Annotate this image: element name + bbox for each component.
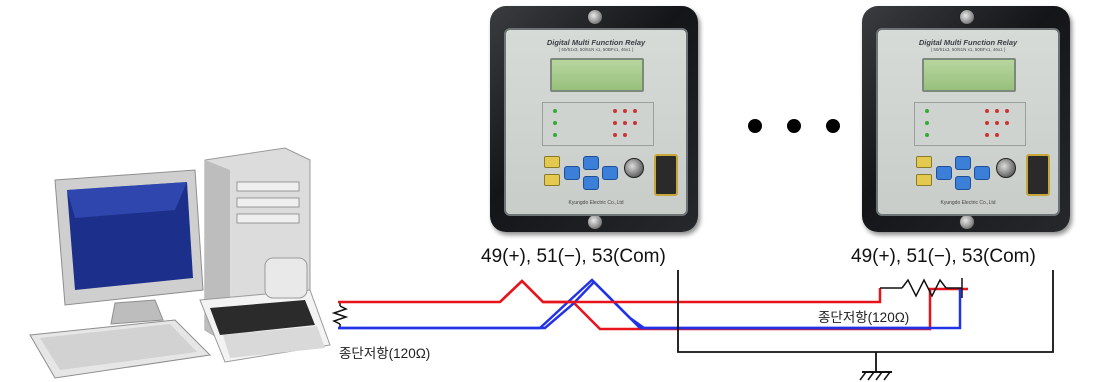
led-icon: [553, 109, 557, 113]
lcd-display: [922, 58, 1016, 92]
screw-icon: [587, 9, 603, 25]
led-icon: [995, 121, 999, 125]
menu-button: [544, 156, 560, 168]
ellipsis-dot-icon: [826, 119, 840, 133]
led-icon: [553, 121, 557, 125]
ellipsis-dot-icon: [748, 119, 762, 133]
led-icon: [553, 133, 557, 137]
screw-icon: [959, 9, 975, 25]
relay-front-panel: Digital Multi Function Relay ( 50/51x3, …: [876, 28, 1060, 216]
arrow-left-icon: [564, 166, 580, 180]
serial-port-icon: [654, 154, 678, 196]
relay-brand: Kyungdo Electric Co.,Ltd: [940, 200, 996, 206]
set-button: [544, 174, 560, 186]
arrow-down-icon: [955, 176, 971, 190]
relay-brand: Kyungdo Electric Co.,Ltd: [568, 200, 624, 206]
led-icon: [633, 121, 637, 125]
arrow-right-icon: [602, 166, 618, 180]
set-button: [916, 174, 932, 186]
led-icon: [623, 121, 627, 125]
termination-resistor-label-left: 종단저항(120Ω): [339, 346, 431, 361]
led-icon: [623, 133, 627, 137]
led-icon: [985, 109, 989, 113]
led-icon: [925, 133, 929, 137]
arrow-down-icon: [583, 176, 599, 190]
led-indicator-panel: [914, 102, 1026, 146]
led-icon: [985, 121, 989, 125]
terminal-label-left: 49(+), 51(−), 53(Com): [481, 246, 666, 267]
led-icon: [613, 109, 617, 113]
led-icon: [633, 109, 637, 113]
serial-port-icon: [1026, 154, 1050, 196]
arrow-keypad: [564, 156, 618, 190]
led-icon: [995, 133, 999, 137]
led-icon: [613, 133, 617, 137]
lcd-display: [550, 58, 644, 92]
terminal-label-right: 49(+), 51(−), 53(Com): [851, 246, 1036, 267]
arrow-right-icon: [974, 166, 990, 180]
relay-title: Digital Multi Function Relay: [546, 38, 646, 47]
resistor-icon: [331, 305, 349, 325]
menu-button: [916, 156, 932, 168]
termination-resistor-label-right: 종단저항(120Ω): [818, 310, 910, 325]
arrow-up-icon: [955, 156, 971, 170]
relay-subtitle: ( 50/51x3, 50/51N x1, 50BFx1, 46x1 ): [930, 47, 1006, 52]
relay-device-2: Digital Multi Function Relay ( 50/51x3, …: [862, 6, 1070, 232]
led-icon: [995, 109, 999, 113]
led-icon: [1005, 109, 1009, 113]
rotary-knob-icon: [996, 158, 1016, 178]
led-icon: [925, 121, 929, 125]
rotary-knob-icon: [624, 158, 644, 178]
resistor-icon: [901, 278, 947, 298]
led-icon: [613, 121, 617, 125]
relay-front-panel: Digital Multi Function Relay ( 50/51x3, …: [504, 28, 688, 216]
arrow-left-icon: [936, 166, 952, 180]
led-icon: [1005, 121, 1009, 125]
led-icon: [985, 133, 989, 137]
desktop-computer-icon: [29, 147, 331, 379]
common-line: [677, 270, 1054, 353]
led-indicator-panel: [542, 102, 654, 146]
relay-title: Digital Multi Function Relay: [918, 38, 1018, 47]
ellipsis-dot-icon: [787, 119, 801, 133]
relay-device-1: Digital Multi Function Relay ( 50/51x3, …: [490, 6, 698, 232]
led-icon: [623, 109, 627, 113]
led-icon: [925, 109, 929, 113]
arrow-up-icon: [583, 156, 599, 170]
relay-subtitle: ( 50/51x3, 50/51N x1, 50BFx1, 46x1 ): [558, 47, 634, 52]
arrow-keypad: [936, 156, 990, 190]
